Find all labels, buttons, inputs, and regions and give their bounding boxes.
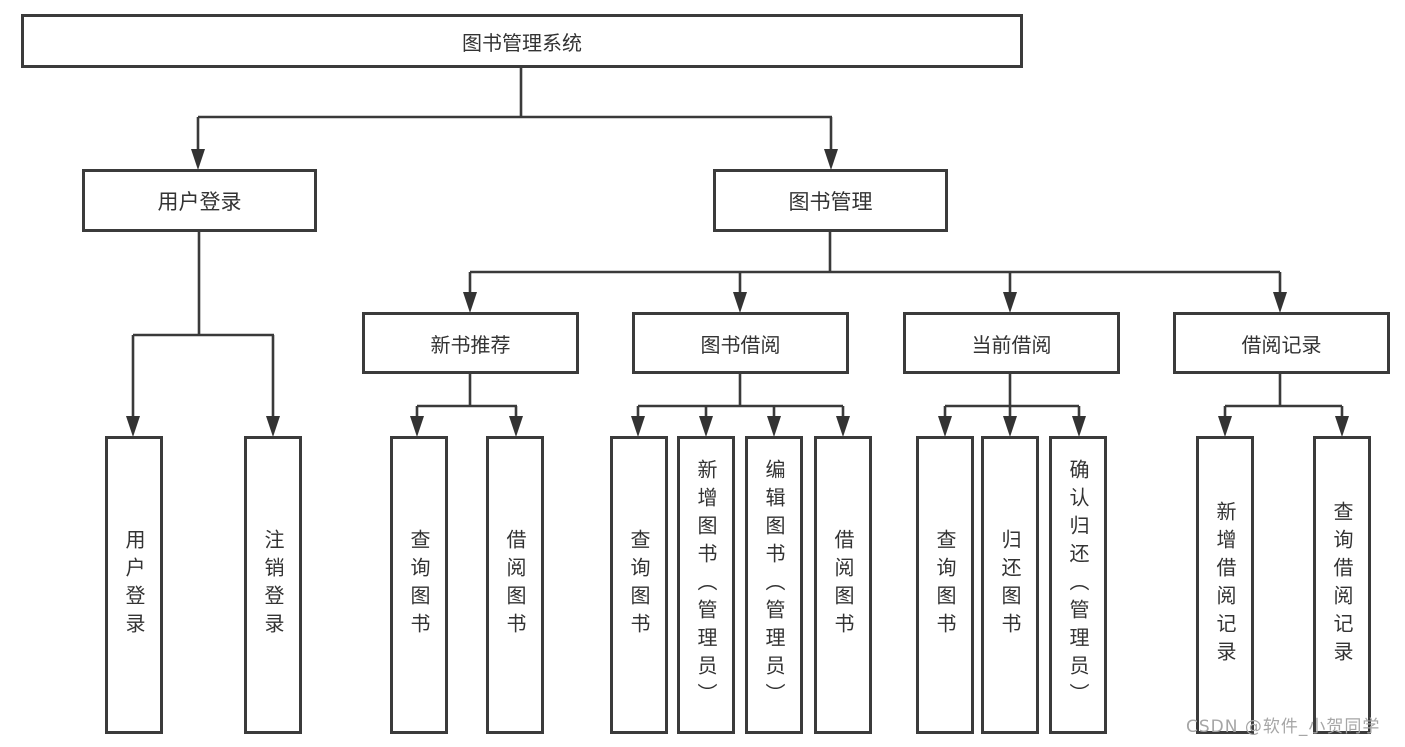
leaf-label: 编辑图书（管理员） xyxy=(762,459,786,711)
node-book-borrowing: 图书借阅 xyxy=(632,312,849,374)
leaf-label: 查询图书 xyxy=(933,529,957,641)
connector-lines xyxy=(131,68,1344,418)
leaf-label: 借阅图书 xyxy=(503,529,527,641)
node-borrowing-records: 借阅记录 xyxy=(1173,312,1390,374)
leaf-label: 借阅图书 xyxy=(831,529,855,641)
leaf-label: 确认归还（管理员） xyxy=(1066,459,1090,711)
leaf-add-borrow-record: 新增借阅记录 xyxy=(1196,436,1254,734)
leaf-label: 查询借阅记录 xyxy=(1330,501,1354,669)
node-new-book-recommendation: 新书推荐 xyxy=(362,312,579,374)
leaf-query-books-current: 查询图书 xyxy=(916,436,974,734)
leaf-label: 用户登录 xyxy=(122,529,146,641)
node-book-management: 图书管理 xyxy=(713,169,948,232)
leaf-edit-books-admin: 编辑图书（管理员） xyxy=(745,436,803,734)
leaf-label: 新增图书（管理员） xyxy=(694,459,718,711)
leaf-add-books-admin: 新增图书（管理员） xyxy=(677,436,735,734)
node-library-management-system: 图书管理系统 xyxy=(21,14,1023,68)
leaf-label: 新增借阅记录 xyxy=(1213,501,1237,669)
arrowhead-icons xyxy=(126,149,1349,437)
leaf-user-login: 用户登录 xyxy=(105,436,163,734)
leaf-query-borrow-record: 查询借阅记录 xyxy=(1313,436,1371,734)
leaf-logout: 注销登录 xyxy=(244,436,302,734)
leaf-label: 查询图书 xyxy=(627,529,651,641)
csdn-watermark: CSDN @软件_小贺同学 xyxy=(1186,717,1381,737)
leaf-label: 查询图书 xyxy=(407,529,431,641)
leaf-label: 归还图书 xyxy=(998,529,1022,641)
leaf-label: 注销登录 xyxy=(261,529,285,641)
leaf-query-books-borrow: 查询图书 xyxy=(610,436,668,734)
leaf-borrow-books-recommend: 借阅图书 xyxy=(486,436,544,734)
leaf-return-books: 归还图书 xyxy=(981,436,1039,734)
leaf-query-books-recommend: 查询图书 xyxy=(390,436,448,734)
node-user-login: 用户登录 xyxy=(82,169,317,232)
leaf-borrow-books: 借阅图书 xyxy=(814,436,872,734)
node-current-borrowing: 当前借阅 xyxy=(903,312,1120,374)
leaf-confirm-return-admin: 确认归还（管理员） xyxy=(1049,436,1107,734)
